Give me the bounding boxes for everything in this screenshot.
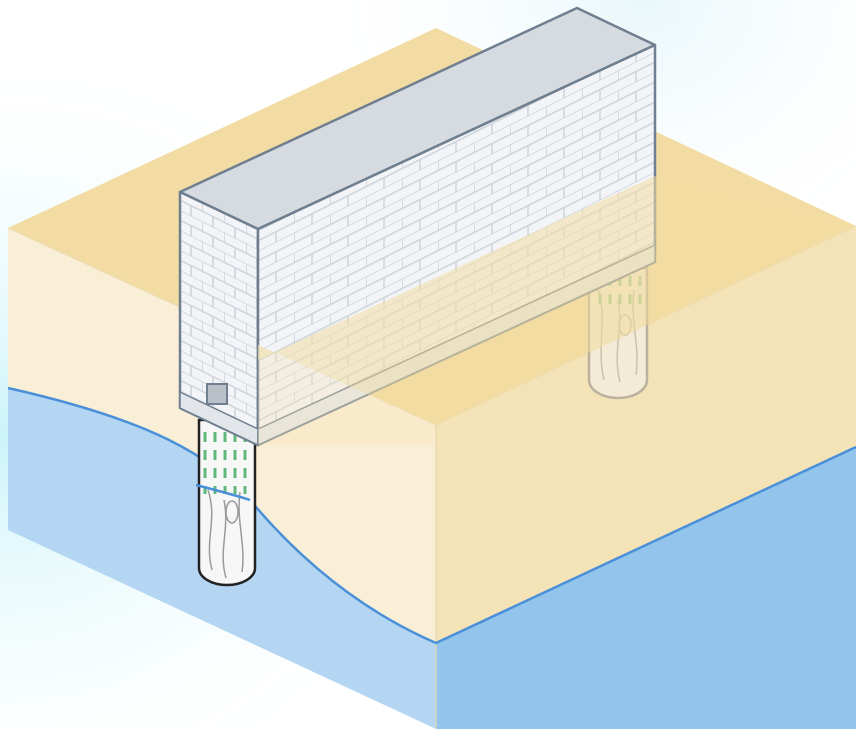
wooden-pile-icon — [199, 420, 255, 585]
beam-end-block — [207, 384, 227, 404]
